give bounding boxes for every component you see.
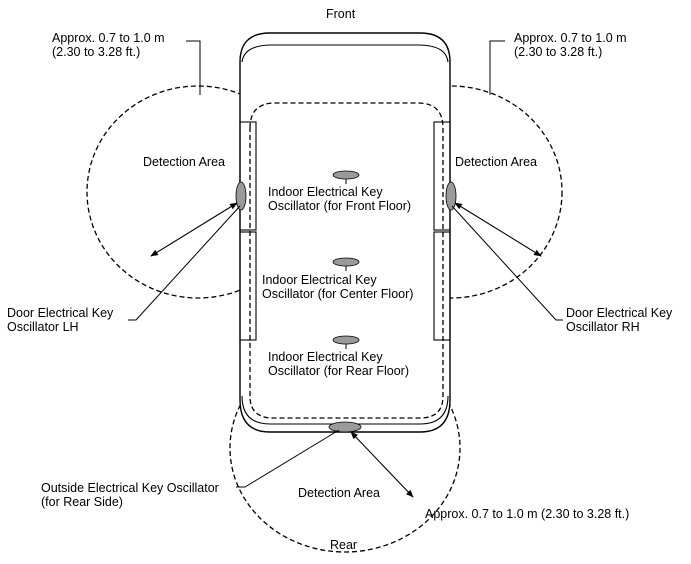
- door-oscillator-lh-mark: [235, 181, 247, 211]
- range-label-lh: Approx. 0.7 to 1.0 m (2.30 to 3.28 ft.): [52, 31, 165, 59]
- rear-label: Rear: [330, 538, 358, 552]
- leader-range-lh: [186, 40, 201, 95]
- door-oscillator-rh-label: Door Electrical Key Oscillator RH: [566, 306, 673, 334]
- detection-area-label-rear: Detection Area: [298, 486, 380, 500]
- range-label-rear: Approx. 0.7 to 1.0 m (2.30 to 3.28 ft.): [425, 507, 630, 521]
- indoor-front-oscillator-label: Indoor Electrical Key Oscillator (for Fr…: [268, 185, 412, 213]
- leader-door-lh: [128, 205, 241, 321]
- outside-rear-oscillator-mark: [328, 421, 362, 433]
- door-oscillator-lh-label: Door Electrical Key Oscillator LH: [7, 306, 114, 334]
- outside-rear-oscillator-label: Outside Electrical Key Oscillator (for R…: [41, 481, 219, 509]
- front-label: Front: [326, 7, 356, 21]
- range-arrow-rh: [454, 202, 542, 257]
- range-arrow-rear: [350, 431, 414, 498]
- detection-area-label-rh: Detection Area: [455, 155, 537, 169]
- door-oscillator-rh-mark: [445, 181, 457, 211]
- indoor-center-oscillator-mark: [332, 257, 360, 267]
- indoor-rear-oscillator-mark: [332, 335, 360, 345]
- indoor-rear-oscillator-label: Indoor Electrical Key Oscillator (for Re…: [268, 350, 409, 378]
- leader-outside-rear: [236, 429, 340, 488]
- leader-range-rh: [489, 40, 505, 95]
- range-label-rh: Approx. 0.7 to 1.0 m (2.30 to 3.28 ft.): [514, 31, 627, 59]
- vehicle-body: [239, 32, 451, 433]
- indoor-front-oscillator-mark: [332, 170, 360, 180]
- leader-door-rh: [451, 205, 563, 321]
- indoor-center-oscillator-label: Indoor Electrical Key Oscillator (for Ce…: [262, 273, 414, 301]
- range-arrow-lh: [150, 202, 238, 257]
- cabin-outline: [249, 102, 444, 419]
- detection-area-label-lh: Detection Area: [143, 155, 225, 169]
